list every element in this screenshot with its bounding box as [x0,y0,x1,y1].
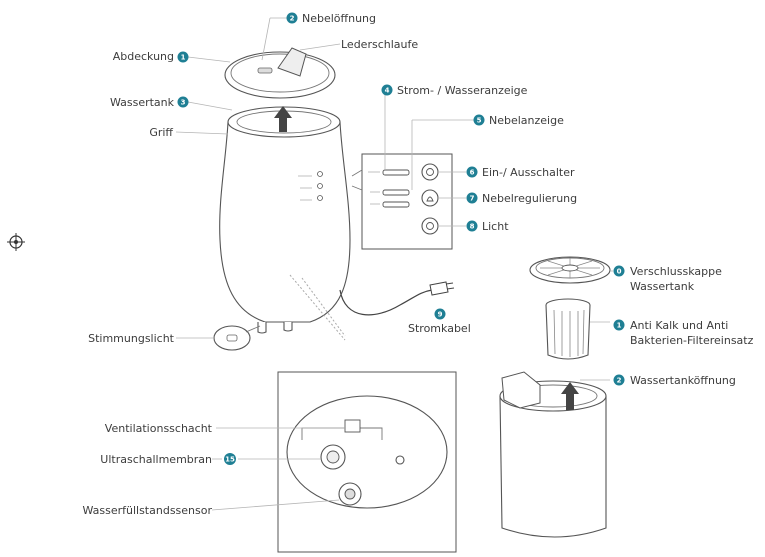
svg-text:Griff: Griff [149,126,173,139]
svg-text:1: 1 [181,54,186,62]
svg-text:6: 6 [470,169,475,177]
control-panel-drawing [351,153,453,250]
svg-text:0: 0 [617,268,622,276]
svg-text:Verschlusskappe: Verschlusskappe [630,265,722,278]
label-tankoeffnung: 2 Wassertanköffnung [613,374,736,387]
svg-text:2: 2 [617,377,622,385]
svg-text:8: 8 [470,223,475,231]
svg-text:7: 7 [470,195,475,203]
power-icon [421,163,439,181]
label-abdeckung: Abdeckung 1 [113,50,189,63]
crosshair-registration-icon [7,233,25,251]
svg-text:Ventilationsschacht: Ventilationsschacht [105,422,213,435]
svg-text:Stimmungslicht: Stimmungslicht [88,332,175,345]
svg-text:Stromkabel: Stromkabel [408,322,471,335]
label-einaus: 6 Ein-/ Ausschalter [466,166,575,179]
svg-text:5: 5 [477,117,482,125]
label-membran: Ultraschallmembran 15 [100,453,236,466]
label-ventilation: Ventilationsschacht [105,422,213,435]
svg-text:Nebelanzeige: Nebelanzeige [489,114,564,127]
svg-text:Ein-/ Ausschalter: Ein-/ Ausschalter [482,166,575,179]
tank-cap-drawing [529,256,611,284]
svg-text:9: 9 [438,311,443,319]
label-nebelregulierung: 7 Nebelregulierung [466,192,577,205]
svg-text:Wassertanköffnung: Wassertanköffnung [630,374,736,387]
svg-text:Nebelregulierung: Nebelregulierung [482,192,577,205]
filter-cartridge-drawing [545,298,591,360]
svg-text:Anti Kalk und Anti: Anti Kalk und Anti [630,319,728,332]
base-detail-drawing [277,371,457,553]
mist-icon [421,189,439,207]
svg-text:Lederschlaufe: Lederschlaufe [341,38,418,51]
svg-text:Wasserfüllstandssensor: Wasserfüllstandssensor [82,504,212,517]
leader-lines [175,17,613,511]
svg-text:Strom- / Wasseranzeige: Strom- / Wasseranzeige [397,84,528,97]
svg-text:1: 1 [617,322,622,330]
svg-text:Ultraschallmembran: Ultraschallmembran [100,453,212,466]
svg-text:Wassertank: Wassertank [630,280,695,293]
light-icon [421,217,439,235]
svg-text:3: 3 [181,99,186,107]
label-stimmungslicht: Stimmungslicht [88,332,175,345]
label-licht: 8 Licht [466,220,509,233]
label-lederschlaufe: Lederschlaufe [341,38,418,51]
svg-text:Nebelöffnung: Nebelöffnung [302,12,376,25]
label-stromanzeige: 4 Strom- / Wasseranzeige [381,84,528,97]
label-filter: 1 Anti Kalk und Anti Bakterien-Filterein… [613,319,754,347]
svg-text:2: 2 [290,15,295,23]
label-wassertank: Wassertank 3 [110,96,189,109]
water-tank-drawing [499,371,607,538]
svg-text:Wassertank: Wassertank [110,96,175,109]
svg-text:4: 4 [385,87,390,95]
svg-text:Licht: Licht [482,220,509,233]
svg-text:Abdeckung: Abdeckung [113,50,174,63]
svg-text:Bakterien-Filtereinsatz: Bakterien-Filtereinsatz [630,334,754,347]
label-griff: Griff [149,126,173,139]
label-nebeloeffnung: 2 Nebelöffnung [286,12,376,25]
label-stromkabel: 9 Stromkabel [408,308,471,335]
lid-drawing [224,47,336,99]
label-nebelanzeige: 5 Nebelanzeige [473,114,564,127]
humidifier-body-drawing [213,106,455,351]
svg-text:15: 15 [225,456,235,464]
label-sensor: Wasserfüllstandssensor [82,504,212,517]
label-verschlusskappe: 0 Verschlusskappe Wassertank [613,265,722,293]
